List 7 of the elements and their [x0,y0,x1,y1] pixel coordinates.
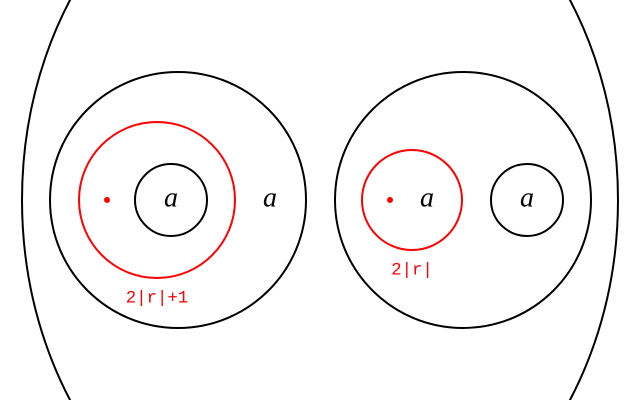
circle-outline [334,71,592,329]
size-label: 2|r|+1 [127,290,188,306]
variable-label: a [520,193,533,207]
variable-label: a [420,193,433,207]
variable-label: a [164,193,177,207]
size-label: 2|r| [392,262,428,278]
variable-label: a [264,193,276,207]
